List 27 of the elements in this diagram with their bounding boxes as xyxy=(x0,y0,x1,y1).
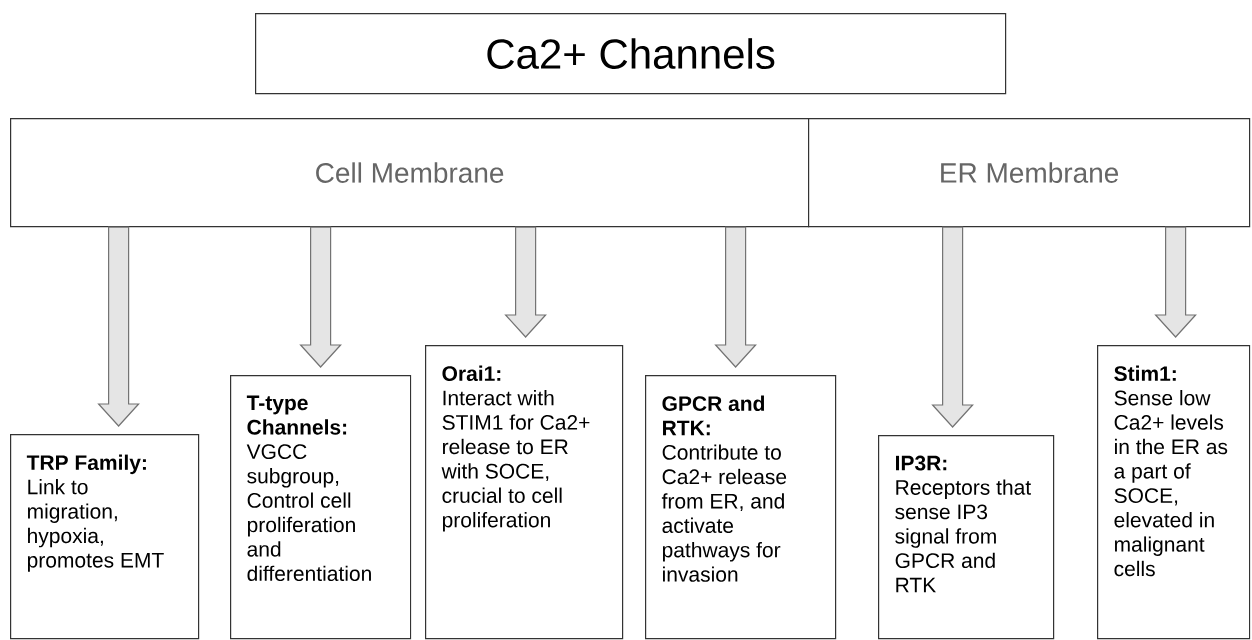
box-heading: GPCR and RTK: xyxy=(662,395,765,436)
block-arrow xyxy=(931,226,974,428)
box-description: Interact with STIM1 for Ca2+ release to ER with SOCE, crucial to cell proliferation xyxy=(441,390,590,532)
box-heading: T-type Channels: xyxy=(246,395,347,435)
info-box xyxy=(878,435,1055,640)
box-description: VGCC subgroup, Control cell proliferation and differentiation xyxy=(246,444,371,582)
box-heading: Stim1: xyxy=(1114,365,1176,382)
info-box xyxy=(425,345,624,640)
box-description: Contribute to Ca2+ release from ER, and activate pathways for invasion xyxy=(661,444,787,582)
membrane-box: Cell Membrane xyxy=(10,118,810,228)
info-box xyxy=(1097,345,1251,640)
info-box xyxy=(230,375,412,640)
box-heading: Orai1: xyxy=(442,365,501,382)
block-arrow xyxy=(299,226,342,368)
block-arrow xyxy=(97,226,140,427)
box-description: Link to migration, hypoxia, promotes EMT xyxy=(27,479,164,572)
info-box xyxy=(10,434,200,640)
box-description: Sense low Ca2+ levels in the ER as a part of SOCE, elevated in malignant cells xyxy=(1114,390,1228,577)
block-arrow xyxy=(714,226,757,368)
box-heading: TRP Family: xyxy=(26,454,146,475)
membrane-box: ER Membrane xyxy=(808,118,1251,228)
title-box: Ca2+ Channels xyxy=(255,13,1007,95)
info-box xyxy=(645,375,837,640)
box-description: Receptors that sense IP3 signal from GPCR and RTK xyxy=(895,479,1031,593)
block-arrow xyxy=(504,226,547,338)
box-heading: IP3R: xyxy=(896,455,947,471)
block-arrow xyxy=(1154,226,1197,338)
